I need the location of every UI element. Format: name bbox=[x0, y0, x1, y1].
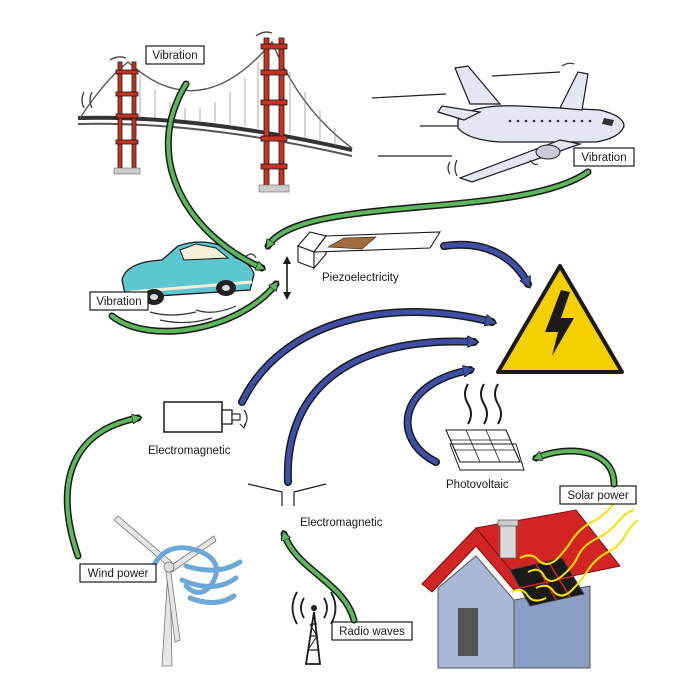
wind-turbine-icon bbox=[113, 515, 243, 667]
airplane-icon bbox=[371, 62, 625, 183]
electromagnetic-label-wind: Electromagnetic bbox=[148, 445, 231, 457]
piezo-beam-icon bbox=[283, 231, 442, 300]
vibration-label-car: Vibration bbox=[96, 296, 141, 308]
radio-tower-icon bbox=[291, 591, 337, 665]
antenna-icon bbox=[247, 483, 327, 506]
green-arrows bbox=[63, 80, 618, 624]
blue-arrows bbox=[238, 240, 532, 486]
bridge-icon bbox=[77, 31, 353, 193]
high-voltage-warning-icon bbox=[496, 264, 624, 374]
solar-panel-icon bbox=[445, 383, 525, 471]
radio-waves-label: Radio waves bbox=[339, 626, 405, 638]
wind-power-label: Wind power bbox=[88, 568, 149, 580]
car-icon bbox=[121, 241, 263, 324]
vibration-label-bridge: Vibration bbox=[152, 50, 197, 62]
arrow-wind-to-generator bbox=[63, 414, 142, 560]
photovoltaic-label: Photovoltaic bbox=[446, 479, 509, 491]
arrow-antenna-to-warning bbox=[283, 337, 478, 486]
generator-icon bbox=[163, 401, 248, 433]
piezoelectricity-label: Piezoelectricity bbox=[322, 272, 399, 284]
sun-rays-icon bbox=[511, 495, 639, 602]
solar-power-label: Solar power bbox=[567, 490, 629, 502]
house-icon bbox=[421, 509, 621, 669]
electromagnetic-label-radio: Electromagnetic bbox=[300, 517, 383, 529]
vibration-label-plane: Vibration bbox=[581, 152, 626, 164]
